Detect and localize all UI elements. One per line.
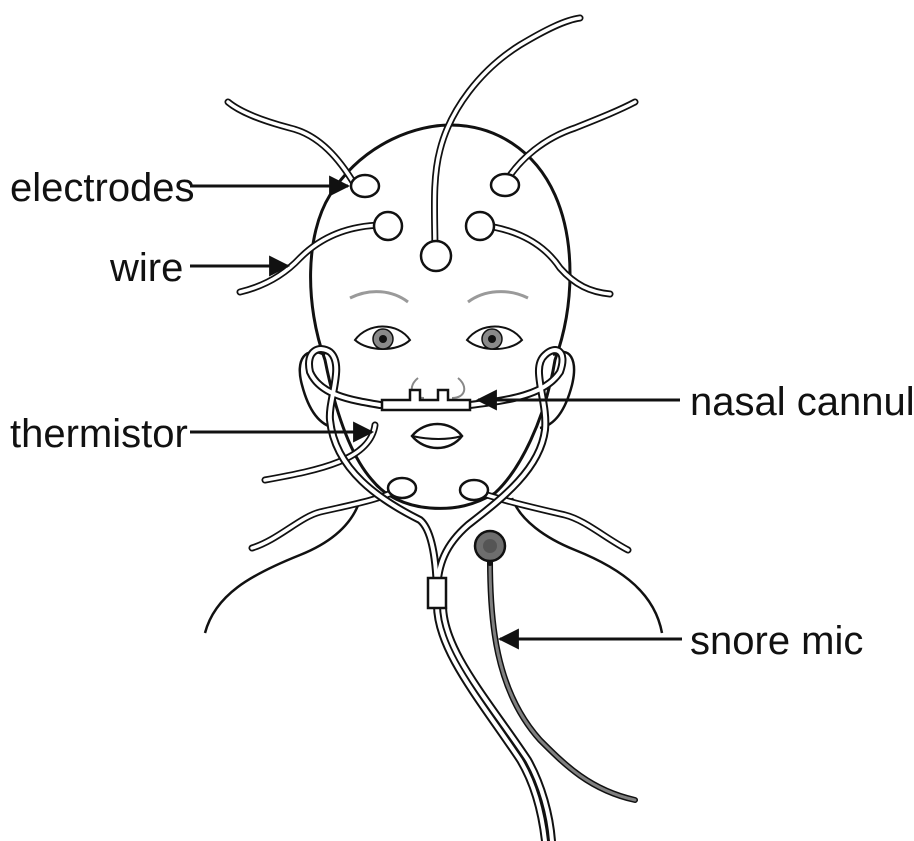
electrode	[374, 212, 402, 240]
body-outline-right	[512, 498, 662, 633]
body-outline	[205, 500, 360, 633]
electrode	[388, 478, 416, 498]
snore-mic	[475, 531, 635, 800]
electrodes-label: electrodes	[10, 166, 195, 210]
nasal-cannula-label: nasal cannula	[690, 380, 914, 424]
electrode	[421, 241, 451, 271]
electrode	[491, 174, 519, 196]
electrode	[351, 175, 379, 197]
thermistor-label: thermistor	[10, 412, 188, 456]
electrode	[460, 480, 488, 500]
electrode	[466, 212, 494, 240]
cannula-slider	[428, 578, 446, 608]
snore-mic-label: snore mic	[690, 619, 863, 663]
wire-label: wire	[109, 246, 183, 290]
